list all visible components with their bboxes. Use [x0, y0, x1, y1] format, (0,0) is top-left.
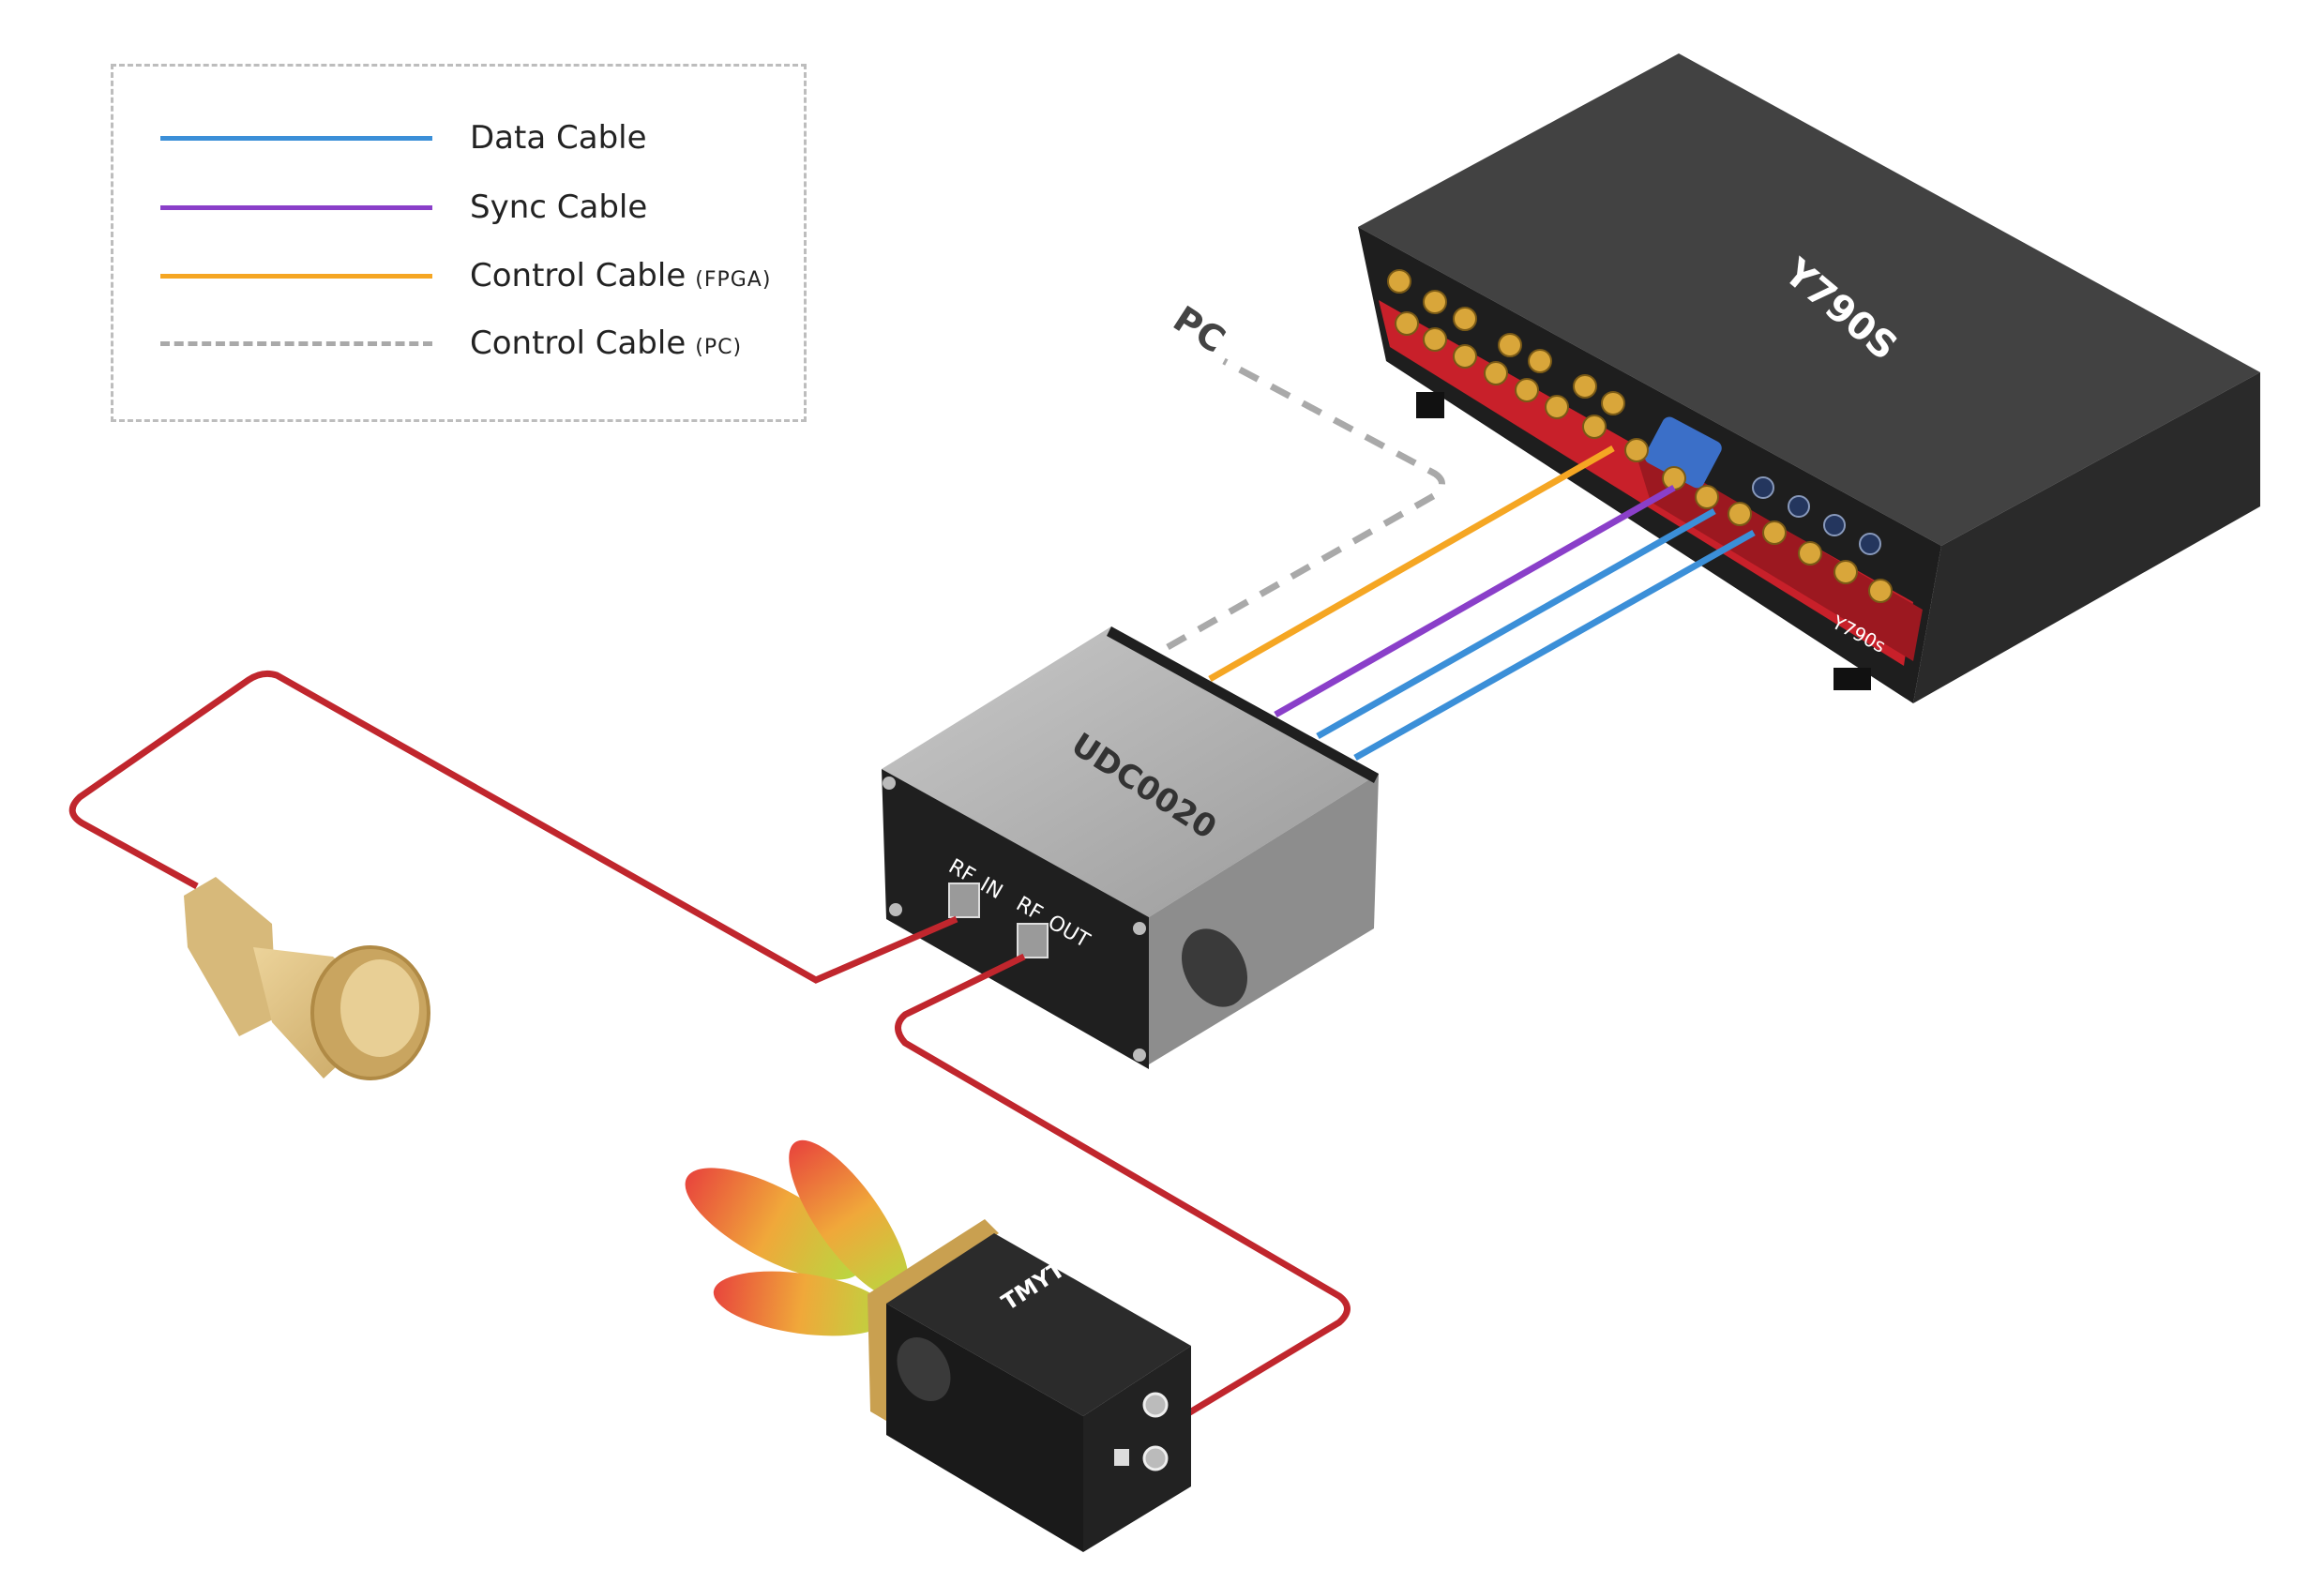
- tmytek-port-bottom: [1142, 1445, 1169, 1471]
- legend-swatch-fpga: [160, 274, 432, 279]
- udc-rf-in-port: [948, 883, 980, 918]
- udc-screws: [883, 777, 1146, 1062]
- tmytek-top-face: [886, 1233, 1191, 1416]
- legend-label: Control Cable (PC): [470, 324, 742, 362]
- udc-front-face: [882, 769, 1149, 1069]
- legend-text: Data Cable: [470, 119, 647, 157]
- beam-lobe-1: [685, 1168, 863, 1280]
- rf-in-cable: [68, 670, 958, 984]
- beam-lobe-3: [713, 1271, 891, 1336]
- tmytek-vent: [897, 1336, 951, 1402]
- legend-text: Control Cable: [470, 324, 687, 362]
- horn-antenna: [184, 877, 430, 1080]
- legend-item-data-cable: Data Cable: [160, 119, 798, 157]
- legend-item-sync-cable: Sync Cable: [160, 189, 798, 226]
- udc-unit: UDC0020 RF_IN RF_OUT: [882, 626, 1379, 1069]
- fpga-control-cable: [1208, 445, 1615, 683]
- tmytek-port-top: [1142, 1392, 1169, 1418]
- legend-label: Data Cable: [470, 119, 647, 157]
- udc-top-face: [882, 626, 1379, 917]
- y790s-foot-left: [1416, 392, 1444, 418]
- legend-item-control-pc: Control Cable (PC): [160, 324, 798, 362]
- udc-vent-grille: [1181, 928, 1248, 1007]
- data-cable-1: [1316, 507, 1716, 740]
- legend-swatch-pc: [160, 341, 432, 346]
- legend-label: Control Cable (FPGA): [470, 257, 771, 294]
- tmytek-beamformer: TMYTEK: [685, 1139, 1191, 1552]
- legend-item-control-fpga: Control Cable (FPGA): [160, 257, 798, 294]
- legend-label: Sync Cable: [470, 189, 647, 226]
- legend-text: Control Cable: [470, 257, 687, 294]
- y790s-top-face: [1358, 53, 2260, 546]
- tmytek-usb-port: [1114, 1449, 1129, 1466]
- legend-swatch-data: [160, 136, 432, 141]
- udc-rf-out-port: [1017, 923, 1049, 958]
- y790s-foot-right: [1834, 668, 1871, 690]
- y790s-vga-port: [1644, 416, 1722, 489]
- rf-out-cable: [895, 953, 1351, 1419]
- y790s-sma-connectors: [1387, 269, 1893, 603]
- legend-subtext: (FPGA): [695, 268, 772, 292]
- sync-cable: [1274, 484, 1676, 718]
- legend-subtext: (PC): [695, 336, 743, 359]
- horn-aperture-inner: [340, 959, 419, 1057]
- legend-text: Sync Cable: [470, 189, 648, 226]
- y790s-blue-connectors: [1752, 476, 1881, 555]
- legend-swatch-sync: [160, 205, 432, 210]
- pc-control-cable: [1166, 357, 1445, 651]
- legend: Data Cable Sync Cable Control Cable (FPGA…: [111, 64, 807, 422]
- pc-label: PC: [1166, 298, 1232, 361]
- data-cable-2: [1353, 529, 1756, 762]
- beam-lobe-2: [789, 1139, 909, 1299]
- udc-top-edge: [1107, 626, 1379, 783]
- y790s-side-face: [1913, 372, 2260, 703]
- y790s-unit: Y790S Y790s: [1358, 53, 2260, 703]
- horn-flange: [184, 877, 277, 1036]
